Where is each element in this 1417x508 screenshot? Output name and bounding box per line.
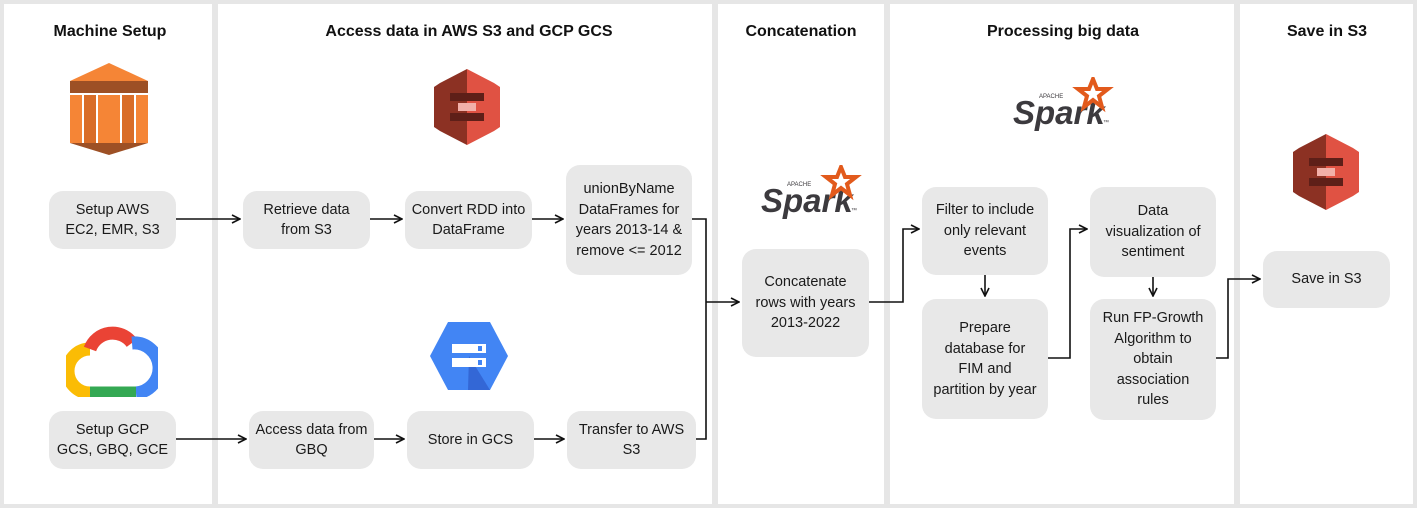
- apache-label: APACHE: [787, 182, 811, 188]
- convert-rdd-label: Convert RDD into DataFrame: [411, 201, 526, 239]
- store-gcs-label: Store in GCS: [427, 431, 514, 448]
- aws-ec2-icon: [70, 63, 148, 155]
- data-viz-label: Data visualization of sentiment: [1105, 203, 1201, 261]
- fp-growth-box: Run FP-Growth Algorithm to obtain associ…: [1090, 299, 1216, 420]
- union-by-name-label: unionByName DataFrames for years 2013-14…: [575, 181, 683, 259]
- gcs-icon: [430, 322, 508, 390]
- column-title-processing: Processing big data: [986, 23, 1140, 40]
- store-gcs-box: Store in GCS: [407, 411, 534, 469]
- trademark-label: ™: [851, 207, 857, 214]
- concatenate-box: Concatenate rows with years 2013-2022: [742, 249, 869, 357]
- setup-aws-label: Setup AWS EC2, EMR, S3: [65, 201, 160, 239]
- apache-label: APACHE: [1039, 94, 1063, 100]
- setup-gcp-label: Setup GCP GCS, GBQ, GCE: [56, 421, 169, 459]
- setup-aws-box: Setup AWS EC2, EMR, S3: [49, 191, 176, 249]
- aws-s3-icon: [434, 69, 500, 145]
- transfer-s3-box: Transfer to AWS S3: [567, 411, 696, 469]
- fp-growth-label: Run FP-Growth Algorithm to obtain associ…: [1102, 310, 1204, 409]
- retrieve-s3-box: Retrieve data from S3: [243, 191, 370, 249]
- column-title-access-data: Access data in AWS S3 and GCP GCS: [325, 23, 613, 40]
- access-gbq-box: Access data from GBQ: [249, 411, 374, 469]
- column-title-save: Save in S3: [1286, 23, 1368, 40]
- transfer-s3-label: Transfer to AWS S3: [578, 421, 685, 459]
- filter-events-label: Filter to include only relevant events: [935, 202, 1035, 260]
- save-s3-box: Save in S3: [1263, 251, 1390, 308]
- filter-events-box: Filter to include only relevant events: [922, 187, 1048, 275]
- column-title-concatenation: Concatenation: [745, 23, 857, 40]
- save-s3-label: Save in S3: [1291, 271, 1362, 288]
- column-title-machine-setup: Machine Setup: [53, 23, 167, 40]
- apache-spark-logo: Spark APACHE ™: [761, 165, 862, 219]
- union-by-name-box: unionByName DataFrames for years 2013-14…: [566, 165, 692, 275]
- convert-rdd-box: Convert RDD into DataFrame: [405, 191, 532, 249]
- apache-spark-logo: Spark APACHE ™: [1013, 77, 1114, 131]
- trademark-label: ™: [1103, 119, 1109, 126]
- prepare-db-label: Prepare database for FIM and partition b…: [933, 320, 1037, 398]
- access-gbq-label: Access data from GBQ: [255, 421, 368, 459]
- data-viz-box: Data visualization of sentiment: [1090, 187, 1216, 277]
- retrieve-s3-label: Retrieve data from S3: [263, 201, 350, 239]
- setup-gcp-box: Setup GCP GCS, GBQ, GCE: [49, 411, 176, 469]
- concatenate-label: Concatenate rows with years 2013-2022: [755, 274, 856, 332]
- google-cloud-icon: [66, 326, 158, 397]
- aws-s3-icon: [1293, 134, 1359, 210]
- prepare-db-box: Prepare database for FIM and partition b…: [922, 299, 1048, 419]
